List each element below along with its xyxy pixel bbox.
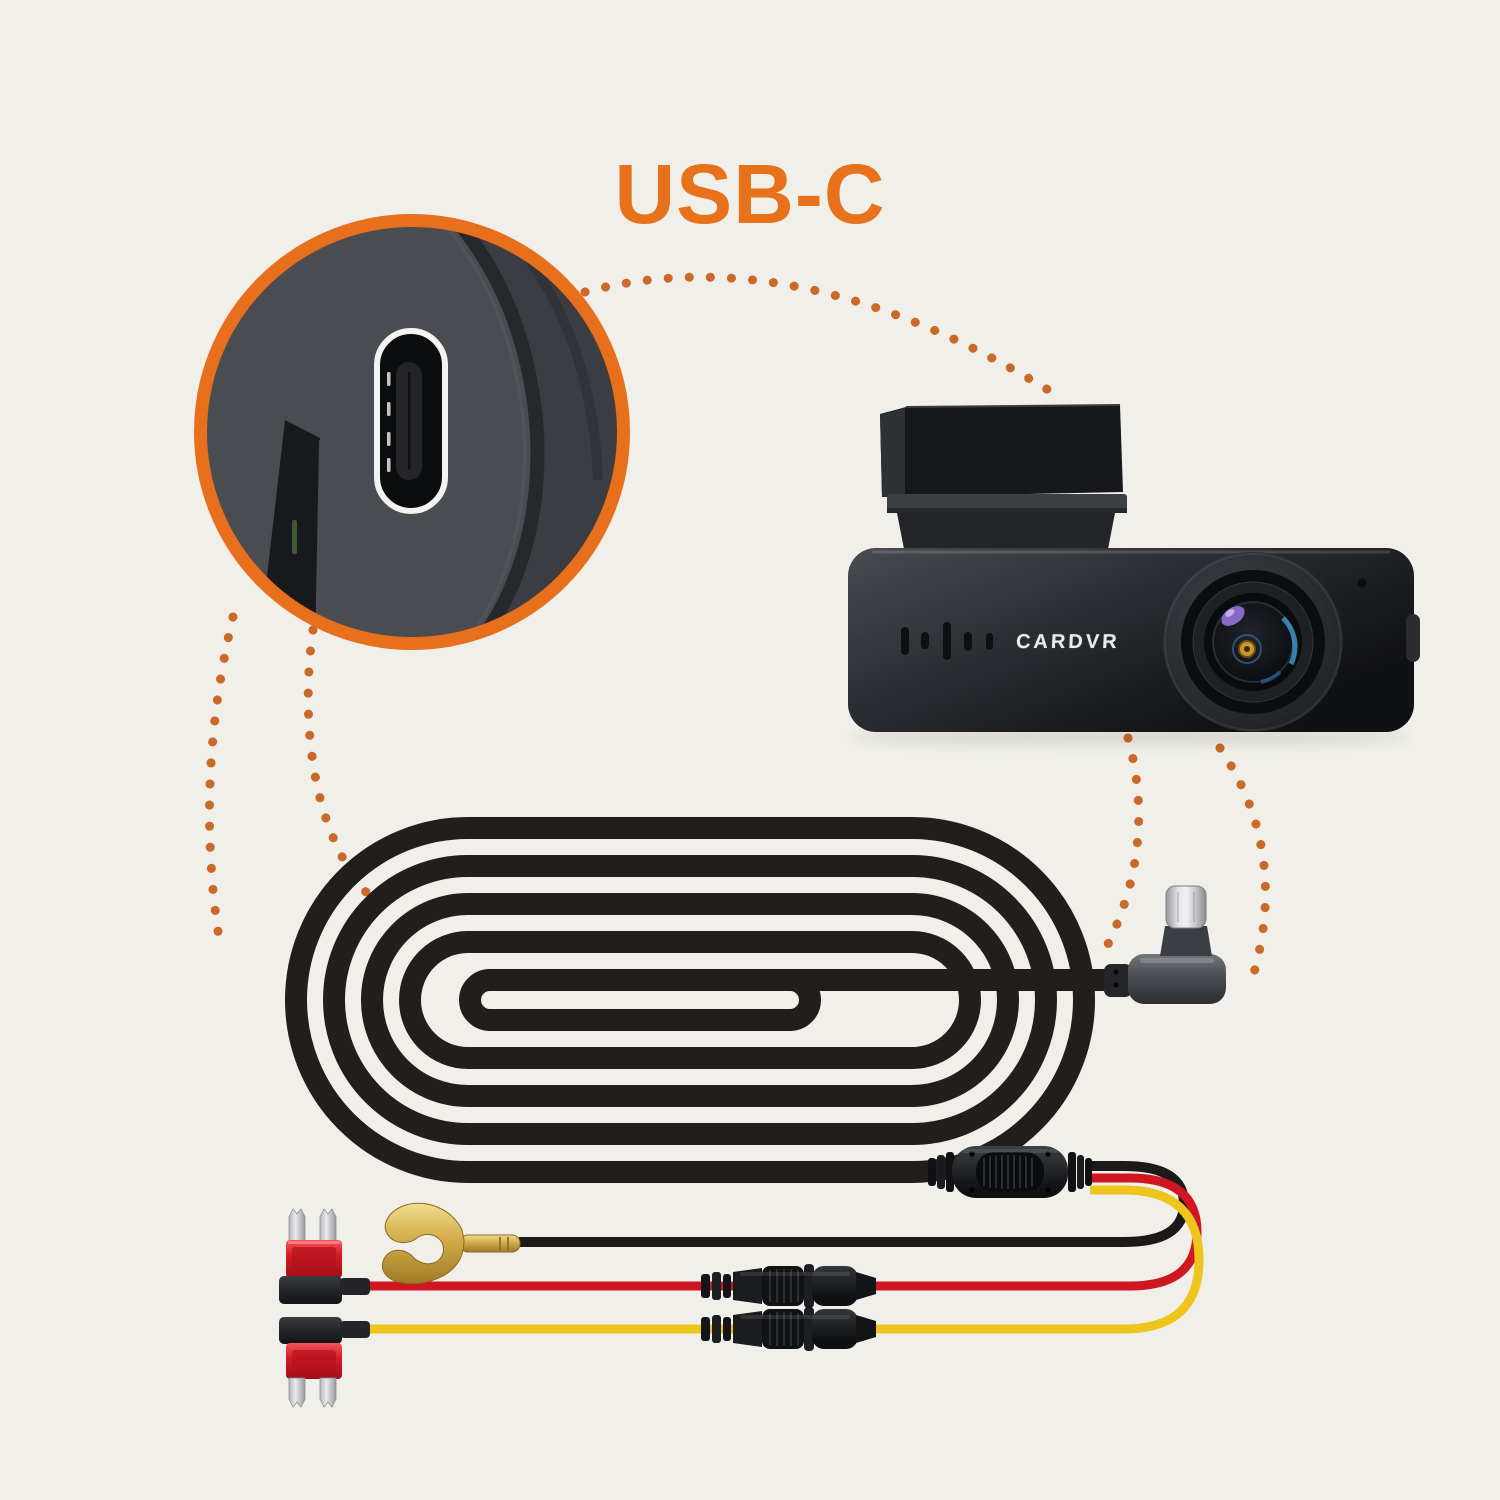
cable-splitter — [928, 1146, 1092, 1198]
usb-c-plug — [1104, 885, 1226, 1004]
ground-fork-terminal — [381, 1202, 521, 1285]
splitter-rib-panel — [976, 1152, 1044, 1192]
dotted-line-camera-to-plug-left — [1099, 733, 1144, 957]
coil-ring-5 — [459, 969, 821, 1031]
side-button — [1406, 614, 1420, 662]
tap-holder-block — [279, 1276, 342, 1304]
fuse-blade — [288, 1377, 306, 1408]
plug-tip — [1165, 885, 1207, 929]
output-wires — [368, 1161, 1204, 1334]
mic-hole — [1357, 578, 1367, 588]
fuse-blade — [319, 1377, 337, 1408]
dotted-line-circle-left — [204, 612, 238, 955]
yellow-batt-wire — [368, 1185, 1204, 1334]
dash-cam — [848, 404, 1420, 745]
fuse-blade — [319, 1208, 337, 1244]
coil-ring-4 — [399, 931, 981, 1069]
camera-lens — [1163, 552, 1343, 732]
coiled-cable — [285, 817, 1135, 1183]
fuse-tap-red — [279, 1208, 370, 1304]
dotted-line-circle-to-camera — [580, 272, 1063, 401]
dotted-lines — [204, 272, 1270, 991]
usb-c-port-icon — [374, 328, 448, 514]
inline-fuse-holder-red — [701, 1264, 876, 1308]
plug-strain-relief — [1104, 964, 1132, 997]
coil-ring-3 — [361, 893, 1019, 1107]
plug-neck — [1160, 926, 1212, 956]
fuse-tap-yellow — [279, 1317, 370, 1408]
callout-ring — [194, 214, 630, 650]
tap-holder-block — [279, 1317, 342, 1344]
inline-fuse-holder-yellow — [701, 1307, 876, 1351]
speaker-grille — [901, 622, 993, 660]
camera-mount — [880, 404, 1127, 549]
brand-logo: CARDVR — [1015, 631, 1121, 653]
fork-claw — [381, 1202, 465, 1285]
usb-c-title: USB-C — [614, 147, 886, 241]
usb-c-port-closeup — [194, 214, 630, 650]
coil-ring-2 — [323, 855, 1057, 1145]
coil-ring-1 — [285, 817, 1095, 1183]
plug-body — [1128, 954, 1226, 1004]
dotted-line-camera-to-plug-right — [1215, 743, 1270, 991]
fork-crimp-barrel — [459, 1234, 521, 1253]
black-ground-wire — [519, 1161, 1190, 1247]
fuse-blade — [288, 1208, 306, 1244]
